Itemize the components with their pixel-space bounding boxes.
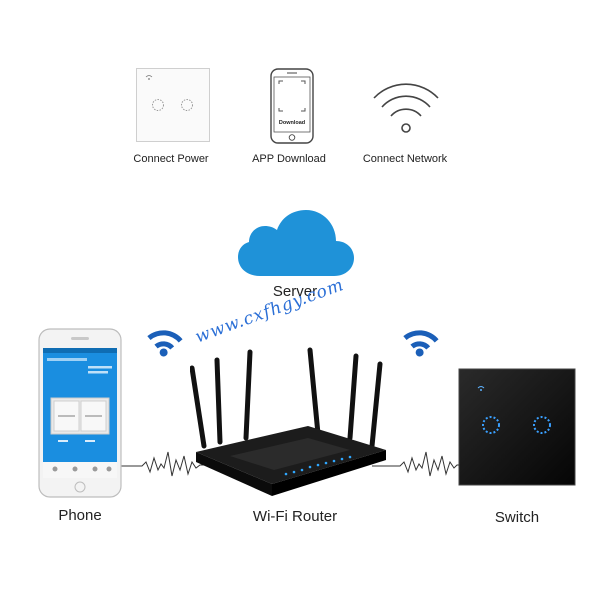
app-download-label: APP Download xyxy=(252,153,326,165)
smartphone-image xyxy=(38,328,122,498)
router-image xyxy=(190,346,390,498)
cloud-icon xyxy=(238,208,356,278)
router-switch-connection-line xyxy=(372,446,462,486)
app-download-phone-icon xyxy=(270,68,314,144)
connect-network-label: Connect Network xyxy=(362,153,448,165)
phone-screen-download-text: Download xyxy=(278,120,306,126)
connect-power-label: Connect Power xyxy=(133,153,209,165)
router-label: Wi-Fi Router xyxy=(252,508,338,525)
switch-label: Switch xyxy=(494,509,540,526)
signal-icon xyxy=(141,313,189,361)
server-label: Server xyxy=(272,283,318,300)
touch-switch-panel-image xyxy=(458,368,576,486)
wifi-network-icon xyxy=(370,76,442,136)
connect-power-icon xyxy=(136,68,210,142)
phone-label: Phone xyxy=(58,507,102,524)
signal-icon xyxy=(397,313,445,361)
phone-router-connection-line xyxy=(120,446,220,486)
